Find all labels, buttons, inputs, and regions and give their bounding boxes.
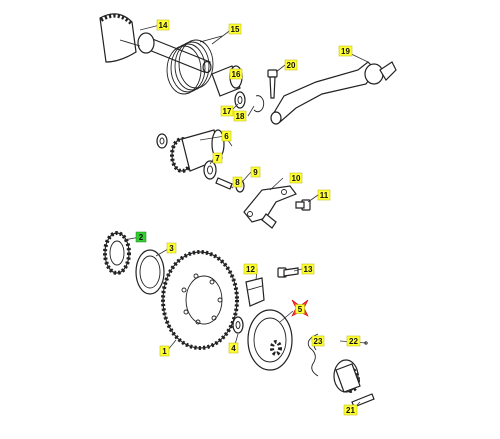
callout-box — [156, 19, 170, 31]
callout-box — [317, 189, 331, 201]
callout-number: 3 — [169, 244, 174, 253]
callout-box — [284, 59, 298, 71]
marker-label: 5 — [298, 305, 303, 314]
callout-box — [220, 105, 234, 117]
callout-box — [311, 335, 325, 347]
callout-1[interactable]: 1 — [159, 345, 170, 357]
ratchet-disc-part[interactable] — [247, 309, 293, 371]
callout-number: 1 — [162, 347, 167, 356]
callout-17[interactable]: 17 — [220, 105, 234, 117]
callout-number: 18 — [236, 112, 245, 121]
x-cross-marker-icon[interactable]: 5 — [291, 299, 309, 317]
starter-driven-gear-part[interactable] — [161, 250, 239, 350]
callout-20[interactable]: 20 — [284, 59, 298, 71]
pinion-gear-part[interactable] — [333, 341, 368, 393]
callout-16[interactable]: 16 — [229, 68, 243, 80]
callout-box — [135, 231, 147, 243]
callout-number: 17 — [223, 107, 232, 116]
callout-number: 16 — [232, 70, 241, 79]
return-spring-part[interactable] — [166, 35, 223, 95]
callout-number: 19 — [341, 47, 350, 56]
callout-number: 7 — [215, 154, 220, 163]
idler-gear-part[interactable] — [170, 129, 225, 173]
callout-number: 6 — [224, 132, 229, 141]
thrust-washer-part[interactable] — [156, 133, 168, 149]
callout-box — [212, 152, 223, 164]
kick-shaft-part[interactable] — [99, 13, 212, 74]
callout-6[interactable]: 6 — [221, 130, 232, 142]
callout-number: 15 — [231, 25, 240, 34]
circlip-part[interactable] — [253, 95, 265, 113]
callout-11[interactable]: 11 — [317, 189, 331, 201]
callout-18[interactable]: 18 — [233, 110, 247, 122]
callout-box — [343, 404, 358, 416]
kick-lever-part[interactable] — [270, 61, 397, 125]
callout-box — [228, 342, 239, 354]
callout-9[interactable]: 9 — [250, 166, 261, 178]
callout-box — [166, 242, 177, 254]
callout-12[interactable]: 12 — [243, 263, 258, 275]
callout-number: 10 — [292, 174, 301, 183]
callout-21[interactable]: 21 — [343, 404, 358, 416]
callout-15[interactable]: 15 — [228, 23, 242, 35]
callout-2[interactable]: 2 — [135, 231, 147, 243]
callout-number: 12 — [246, 265, 255, 274]
callout-number: 8 — [235, 178, 240, 187]
clutch-ring-part[interactable] — [135, 249, 165, 295]
callout-4[interactable]: 4 — [228, 342, 239, 354]
callout-number: 21 — [346, 406, 355, 415]
callout-box — [289, 172, 303, 184]
callout-box — [232, 176, 243, 188]
callout-number: 13 — [304, 265, 313, 274]
callout-number: 4 — [231, 344, 236, 353]
callout-box — [301, 263, 315, 275]
callout-8[interactable]: 8 — [232, 176, 243, 188]
bolt-part[interactable] — [267, 69, 278, 99]
callout-box — [338, 45, 353, 57]
callout-number: 9 — [253, 168, 258, 177]
callout-box — [346, 335, 361, 347]
ratchet-bolt-part[interactable] — [277, 267, 299, 278]
callout-box — [159, 345, 170, 357]
dowel-pin-part[interactable] — [215, 177, 233, 190]
needle-bearing-part[interactable] — [203, 160, 217, 180]
callout-7[interactable]: 7 — [212, 152, 223, 164]
callout-10[interactable]: 10 — [289, 172, 303, 184]
callout-19[interactable]: 19 — [338, 45, 353, 57]
callout-14[interactable]: 14 — [156, 19, 170, 31]
callout-box — [221, 130, 232, 142]
callout-number: 14 — [159, 21, 168, 30]
ratchet-plate-part[interactable] — [245, 277, 265, 307]
callout-13[interactable]: 13 — [301, 263, 315, 275]
callout-3[interactable]: 3 — [166, 242, 177, 254]
guide-plate-part[interactable] — [243, 185, 297, 229]
callout-number: 22 — [349, 337, 358, 346]
gear-washer-part[interactable] — [232, 316, 244, 334]
callout-box — [243, 263, 258, 275]
callout-box — [233, 110, 247, 122]
callout-box — [250, 166, 261, 178]
plate-bolt-part[interactable] — [295, 199, 311, 211]
callout-22[interactable]: 22 — [346, 335, 361, 347]
callout-number: 2 — [139, 233, 144, 242]
callout-box — [229, 68, 243, 80]
clutch-cage-part[interactable] — [103, 231, 131, 275]
callout-number: 23 — [314, 337, 323, 346]
callout-number: 20 — [287, 61, 296, 70]
callout-23[interactable]: 23 — [311, 335, 325, 347]
callout-box — [228, 23, 242, 35]
callout-number: 11 — [320, 191, 329, 200]
